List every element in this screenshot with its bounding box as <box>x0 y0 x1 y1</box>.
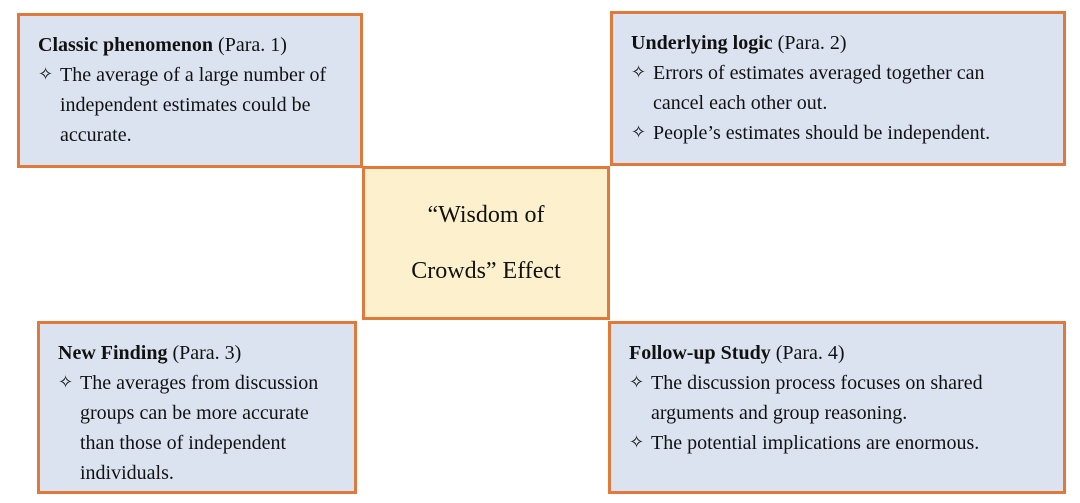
underlying-logic-box: Underlying logic (Para. 2) ✧ Errors of e… <box>610 11 1066 166</box>
central-concept-line-2: Crowds” Effect <box>411 258 561 284</box>
bullet-item: ✧ People’s estimates should be independe… <box>631 118 1045 148</box>
box-title: Classic phenomenon <box>38 34 214 56</box>
box-heading: New Finding (Para. 3) <box>58 338 336 368</box>
box-para-ref: (Para. 1) <box>218 34 287 56</box>
bullet-item: ✧ The potential implications are enormou… <box>629 428 1045 458</box>
four-pointed-star-icon: ✧ <box>631 122 647 143</box>
new-finding-box: New Finding (Para. 3) ✧ The averages fro… <box>37 321 357 494</box>
box-heading: Underlying logic (Para. 2) <box>631 28 1045 58</box>
bullet-item: ✧ Errors of estimates averaged together … <box>631 58 1045 118</box>
central-concept-box: “Wisdom of Crowds” Effect <box>362 166 610 320</box>
box-title: Underlying logic <box>631 32 773 54</box>
bullet-text: Errors of estimates averaged together ca… <box>653 62 985 114</box>
bullet-text: The potential implications are enormous. <box>651 432 980 454</box>
four-pointed-star-icon: ✧ <box>629 372 645 393</box>
four-pointed-star-icon: ✧ <box>631 62 647 83</box>
bullet-text: The averages from discussion groups can … <box>80 372 319 484</box>
bullet-item: ✧ The discussion process focuses on shar… <box>629 368 1045 428</box>
central-concept-title: “Wisdom of Crowds” Effect <box>411 187 561 299</box>
box-para-ref: (Para. 2) <box>777 32 847 54</box>
bullet-item: ✧ The averages from discussion groups ca… <box>58 368 336 488</box>
classic-phenomenon-box: Classic phenomenon (Para. 1) ✧ The avera… <box>17 13 363 168</box>
four-pointed-star-icon: ✧ <box>38 64 54 85</box>
bullet-text: The discussion process focuses on shared… <box>651 372 983 424</box>
four-pointed-star-icon: ✧ <box>629 432 645 453</box>
bullet-text: People’s estimates should be independent… <box>653 122 991 144</box>
box-para-ref: (Para. 4) <box>775 342 845 364</box>
bullet-item: ✧ The average of a large number of indep… <box>38 60 342 150</box>
bullet-text: The average of a large number of indepen… <box>60 64 327 146</box>
follow-up-study-box: Follow-up Study (Para. 4) ✧ The discussi… <box>608 321 1066 494</box>
box-title: New Finding <box>58 342 168 364</box>
box-title: Follow-up Study <box>629 342 771 364</box>
box-heading: Follow-up Study (Para. 4) <box>629 338 1045 368</box>
four-pointed-star-icon: ✧ <box>58 372 74 393</box>
box-heading: Classic phenomenon (Para. 1) <box>38 30 342 60</box>
box-para-ref: (Para. 3) <box>172 342 242 364</box>
central-concept-line-1: “Wisdom of <box>427 202 545 228</box>
